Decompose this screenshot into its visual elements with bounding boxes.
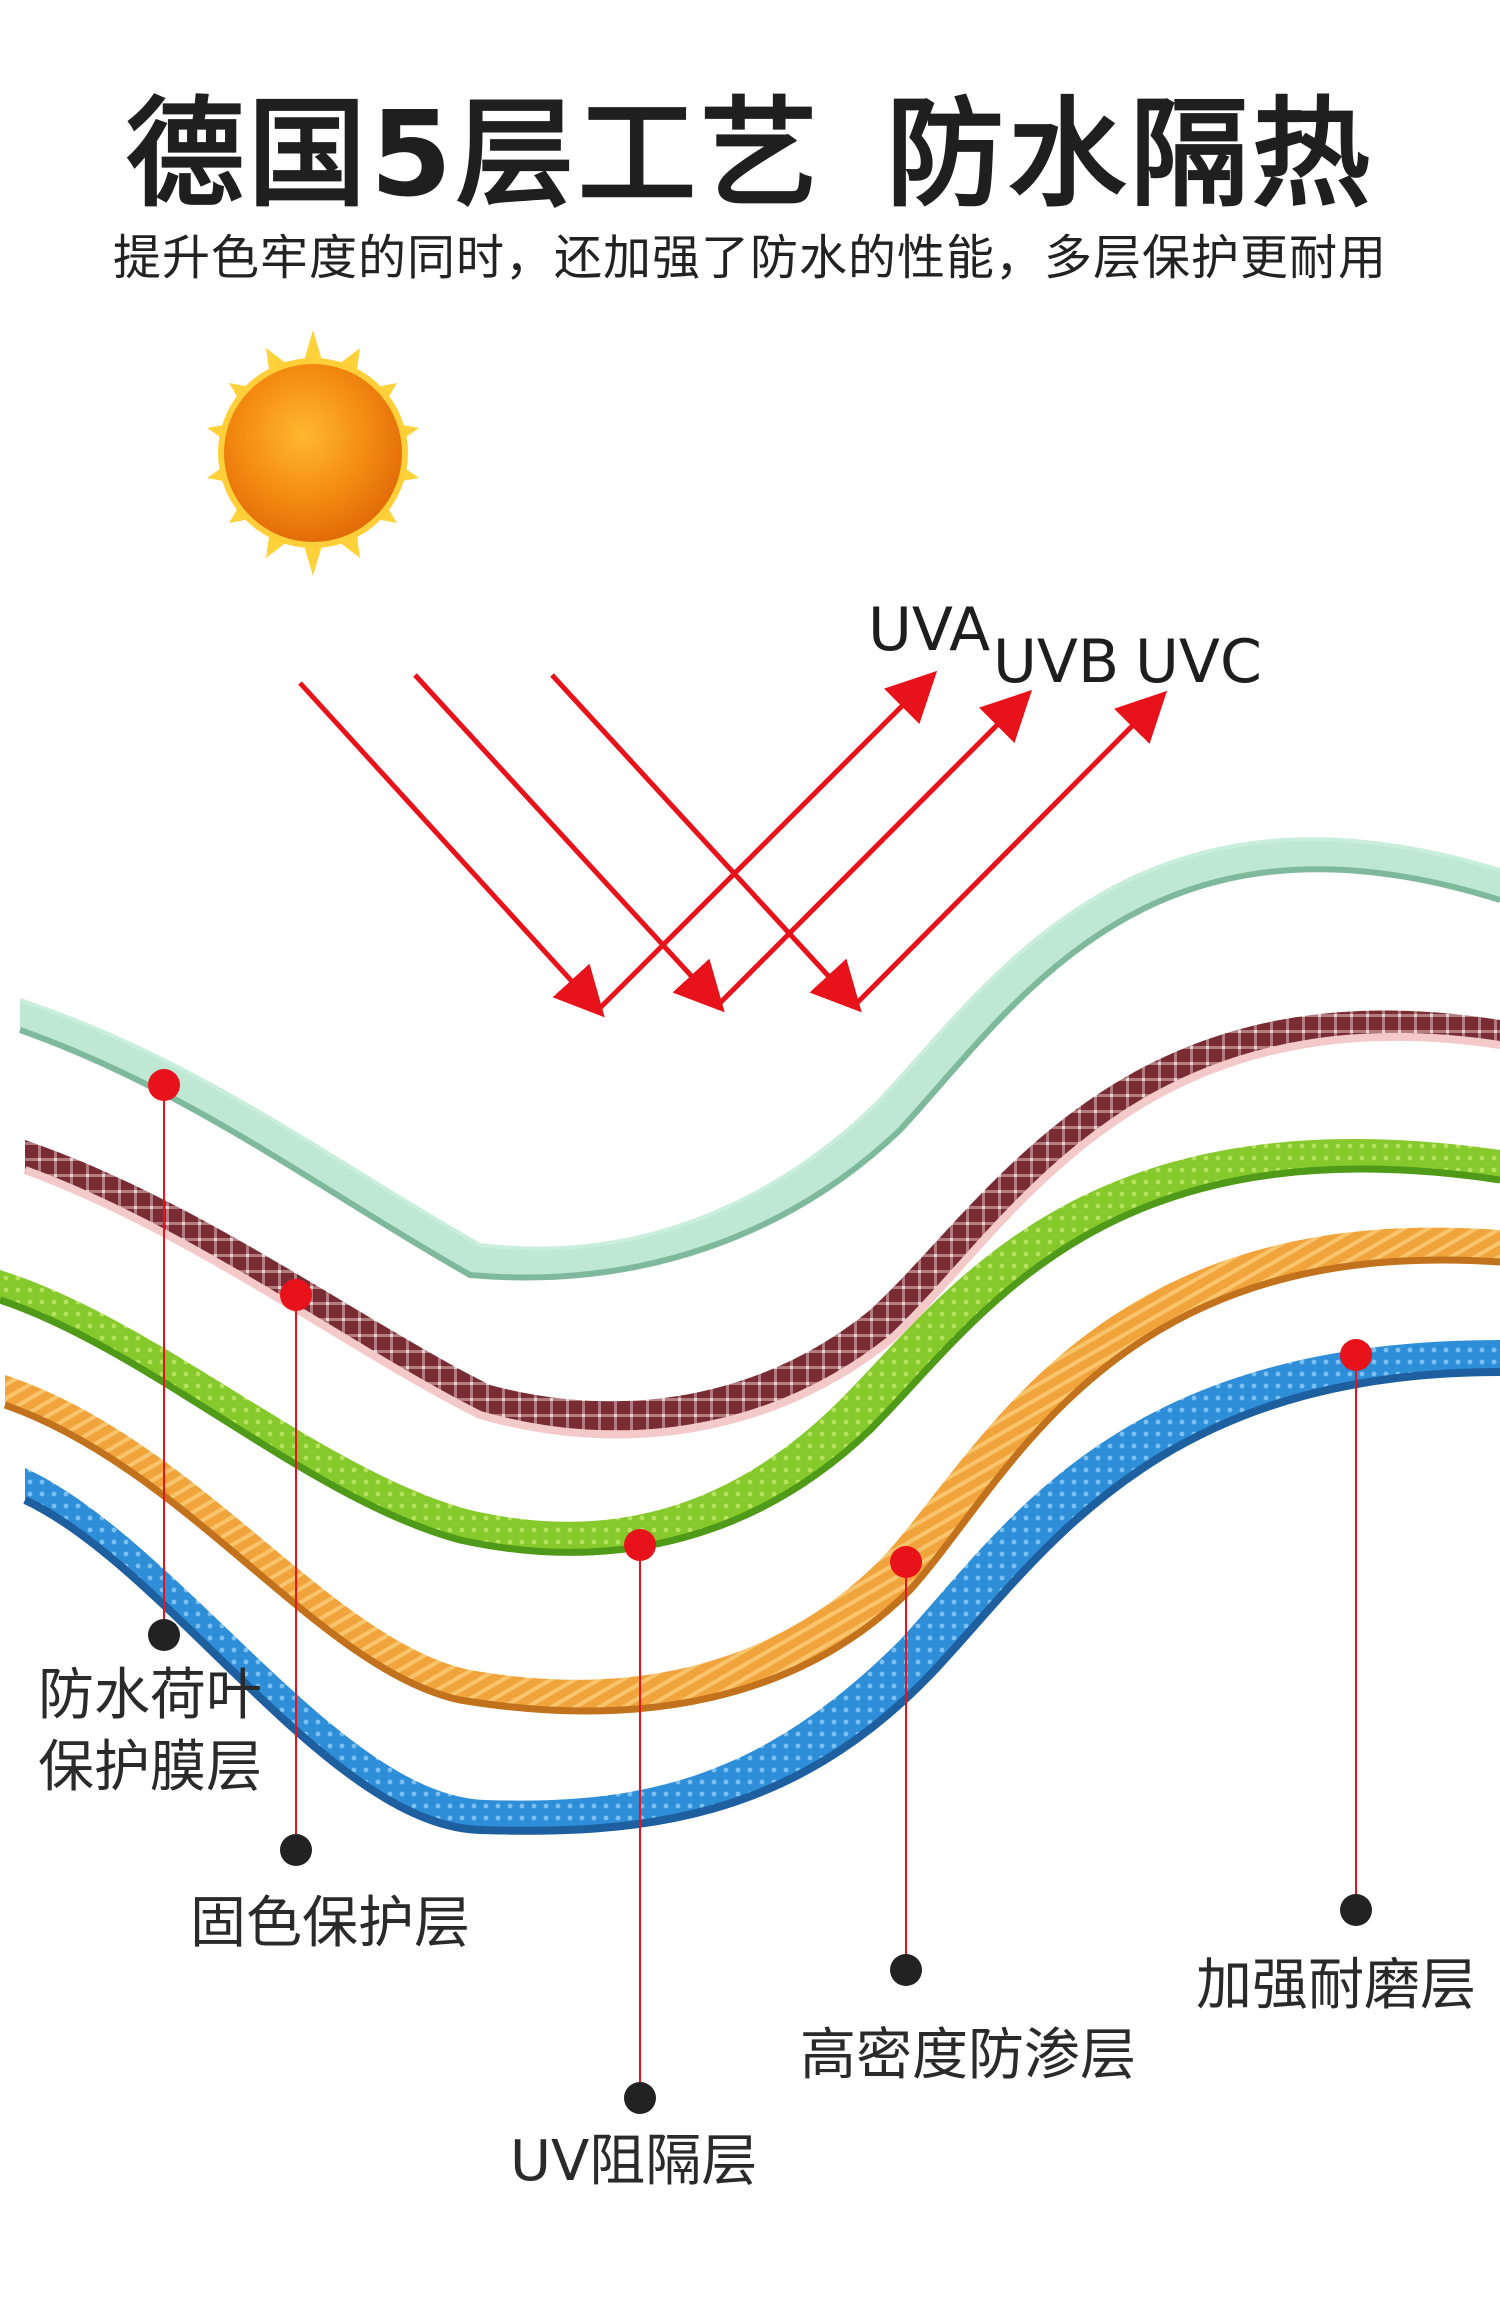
label-lotus: 防水荷叶 保护膜层 <box>38 1663 262 1800</box>
ray-uva-in <box>298 681 605 1018</box>
marker-dot-seep <box>890 1546 922 1578</box>
marker-dot-wear <box>1340 1339 1372 1371</box>
page-title: 德国5层工艺防水隔热 <box>0 58 1500 229</box>
layer-lotus <box>19 837 1500 1281</box>
title-highlight: 防水隔热 <box>886 85 1375 223</box>
marker-dot-lotus <box>148 1069 180 1101</box>
sun-icon <box>207 330 419 576</box>
marker-dot-color <box>280 1279 312 1311</box>
label-color: 固色保护层 <box>190 1891 470 1956</box>
anchor-dot-seep <box>890 1954 922 1986</box>
layer-uv <box>0 1139 1500 1556</box>
layer-wear <box>23 1340 1500 1835</box>
callout-lines <box>163 1085 1357 2098</box>
ray-uva-out <box>596 670 938 1012</box>
ray-uvb-in <box>413 673 725 1013</box>
uv-rays <box>298 670 1168 1018</box>
layer-seep <box>3 1227 1500 1715</box>
label-uv: UV阻隔层 <box>510 2129 758 2194</box>
ray-uvc-out <box>853 690 1168 1007</box>
ray-label-uva: UVA <box>868 595 990 665</box>
anchor-dot-uv <box>624 2082 656 2114</box>
anchor-dot-lotus <box>148 1619 180 1651</box>
callout-markers <box>148 1069 1372 2114</box>
title-main: 德国5层工艺 <box>125 85 823 223</box>
page-subtitle: 提升色牢度的同时，还加强了防水的性能，多层保护更耐用 <box>112 230 1387 286</box>
label-wear: 加强耐磨层 <box>1196 1953 1476 2018</box>
ray-uvb-out <box>716 689 1033 1007</box>
anchor-dot-color <box>280 1834 312 1866</box>
anchor-dot-wear <box>1340 1894 1372 1926</box>
ray-label-uvc: UVC <box>1135 627 1262 697</box>
ray-label-uvb: UVB <box>993 627 1119 697</box>
ray-uvc-in <box>550 673 862 1013</box>
label-seep: 高密度防渗层 <box>800 2023 1136 2088</box>
marker-dot-uv <box>624 1529 656 1561</box>
